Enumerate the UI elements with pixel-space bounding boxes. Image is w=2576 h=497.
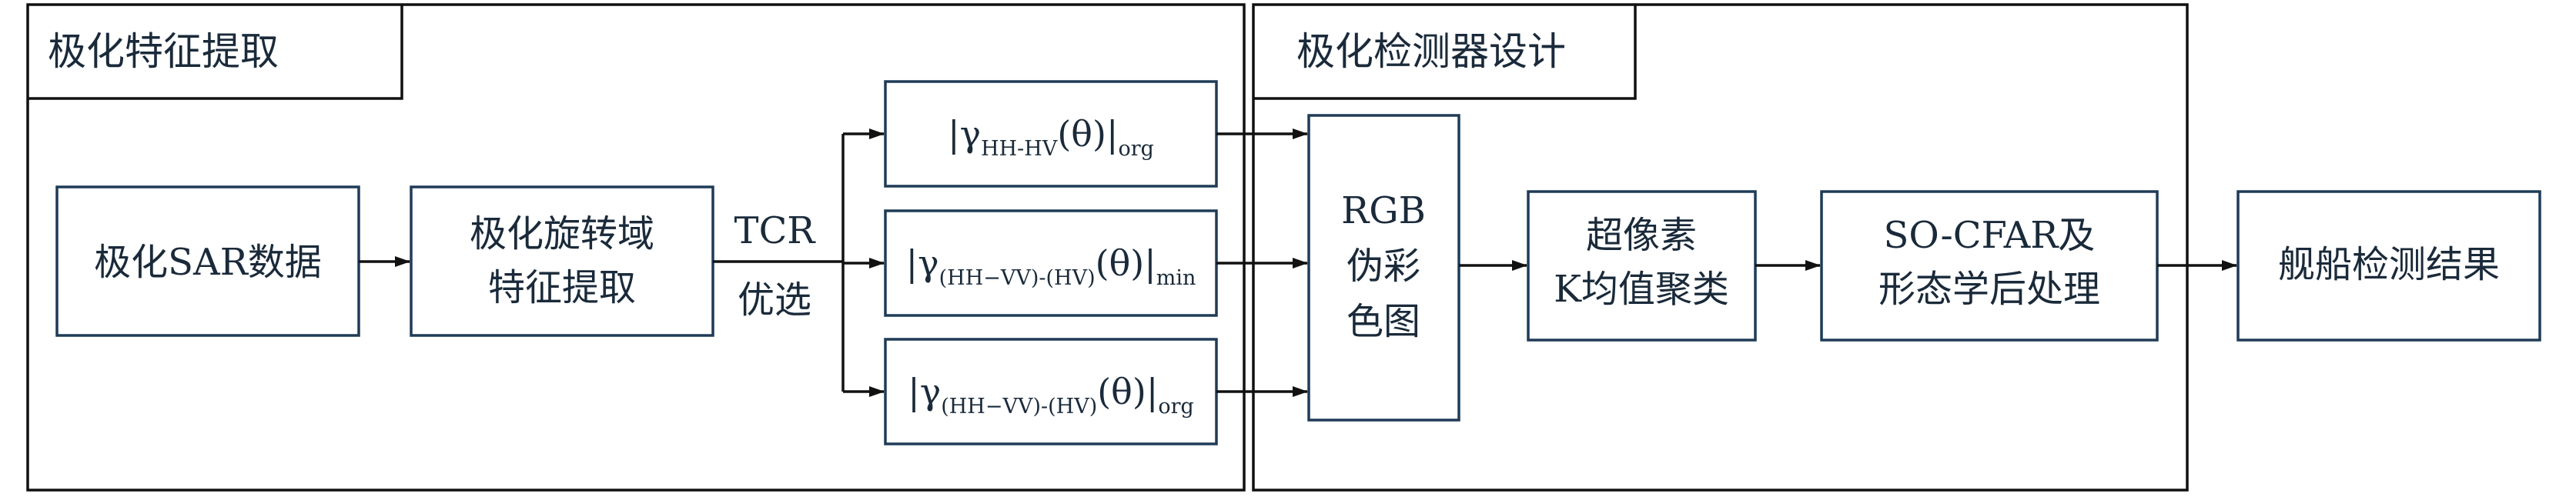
- node-sar-data: [55, 185, 360, 337]
- node-ship-detection-result: [2236, 190, 2541, 342]
- node-socfar-postprocess-line1: SO-CFAR及: [1884, 214, 2096, 257]
- node-socfar-postprocess-line2: 形态学后处理: [1878, 268, 2100, 311]
- node-superpixel-kmeans: [1527, 190, 1757, 342]
- tcr-label-line1: TCR: [734, 209, 817, 252]
- node-rotation-feature-line2: 特征提取: [488, 266, 636, 309]
- node-rgb-pseudocolor-line3: 色图: [1347, 300, 1420, 343]
- node-sar-data-label: 极化SAR数据: [94, 241, 322, 284]
- node-rotation-feature: [410, 185, 714, 337]
- right-section-frame: [1252, 3, 2189, 492]
- node-feature-hhvv-hv-min-formula: |γ(HH−VV)-(HV)(θ)|min: [906, 242, 1196, 290]
- node-feature-hh-hv-org: [884, 80, 1218, 188]
- node-superpixel-kmeans-line1: 超像素: [1586, 214, 1697, 257]
- node-rgb-pseudocolor: [1307, 114, 1460, 422]
- node-rgb-pseudocolor-line2: 伪彩: [1347, 245, 1420, 288]
- node-rotation-feature-line1: 极化旋转域: [470, 212, 654, 255]
- left-section-header-tab: [28, 5, 403, 100]
- tcr-label-line2: 优选: [738, 279, 811, 322]
- node-feature-hh-hv-org-formula: |γHH-HV(θ)|org: [948, 113, 1154, 161]
- node-rgb-pseudocolor-line1: RGB: [1341, 189, 1426, 232]
- node-feature-hhvv-hv-org-formula: |γ(HH−VV)-(HV)(θ)|org: [908, 371, 1194, 419]
- node-ship-detection-result-label: 舰船检测结果: [2278, 243, 2500, 286]
- right-section-title: 极化检测器设计: [1296, 29, 1566, 74]
- node-superpixel-kmeans-line2: K均值聚类: [1554, 268, 1729, 311]
- left-section-title: 极化特征提取: [48, 29, 279, 74]
- left-section-frame: [26, 3, 1246, 492]
- right-section-header-tab: [1253, 5, 1637, 100]
- node-socfar-postprocess: [1820, 190, 2159, 342]
